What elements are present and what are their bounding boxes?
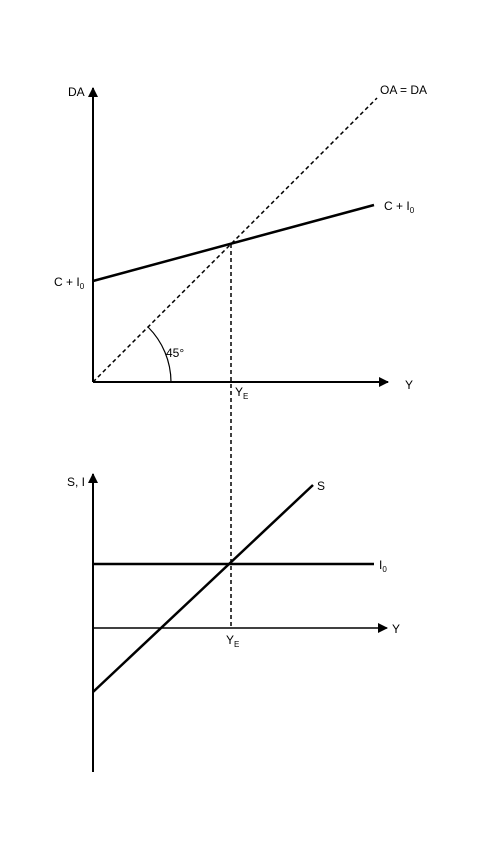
angle-arc — [147, 326, 172, 383]
bottom-equilibrium-label: YE — [226, 633, 239, 649]
aggregate-demand-line — [92, 203, 375, 283]
aggregate-demand-label: C + I0 — [384, 199, 415, 215]
top-panel: DA Y OA = DA C + I0 C + I0 45° YE — [54, 83, 427, 401]
angle-label: 45° — [166, 346, 184, 360]
saving-label: S — [317, 479, 325, 493]
bottom-equilibrium-label-sub: E — [234, 640, 239, 649]
top-equilibrium-label: YE — [235, 385, 248, 401]
line-45-label: OA = DA — [380, 83, 427, 97]
saving-line — [92, 484, 314, 693]
investment-label-sub: 0 — [382, 565, 387, 574]
aggregate-demand-label-base: C + I — [384, 199, 410, 213]
intercept-label: C + I0 — [54, 275, 85, 291]
aggregate-demand-label-sub: 0 — [410, 206, 415, 215]
intercept-label-sub: 0 — [80, 282, 85, 291]
line-45-degree — [92, 97, 378, 383]
investment-label-base: I — [379, 558, 382, 572]
top-equilibrium-label-sub: E — [243, 392, 248, 401]
bottom-y-axis-label: S, I — [67, 475, 85, 489]
top-y-axis-label: DA — [68, 85, 85, 99]
top-x-axis-label: Y — [405, 378, 413, 392]
top-equilibrium-label-base: Y — [235, 385, 243, 399]
investment-label: I0 — [379, 558, 387, 574]
bottom-equilibrium-label-base: Y — [226, 633, 234, 647]
bottom-panel: S, I Y S I0 YE — [67, 473, 400, 772]
bottom-x-axis-label: Y — [392, 622, 400, 636]
intercept-label-base: C + I — [54, 275, 80, 289]
